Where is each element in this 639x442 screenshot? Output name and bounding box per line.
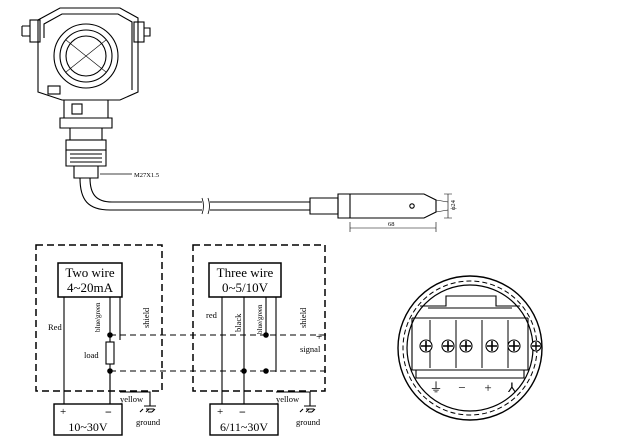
three-wire-circuit: Three wire 0~5/10V red black blue/green … bbox=[192, 244, 326, 436]
signal-terminal-symbol: ⅄ bbox=[507, 380, 516, 395]
ground-terminal-symbol: ⏚ bbox=[429, 380, 442, 395]
screw-icon bbox=[459, 339, 473, 353]
two-wire-supply-voltage: 10~30V bbox=[68, 420, 107, 434]
ground-icon bbox=[139, 405, 156, 413]
transmitter-housing bbox=[21, 7, 151, 101]
terminal-block: ⏚ − + ⅄ bbox=[397, 275, 543, 421]
screw-icon bbox=[485, 339, 499, 353]
three-wire-minus: − bbox=[239, 405, 246, 419]
transmitter-drawing bbox=[21, 7, 452, 232]
yellow-wire bbox=[120, 391, 151, 406]
terminal-screws bbox=[419, 339, 542, 353]
three-wire-title-box bbox=[208, 262, 282, 298]
screw-icon bbox=[419, 339, 433, 353]
minus-terminal-symbol: − bbox=[458, 380, 465, 395]
two-wire-ground-label: ground bbox=[136, 417, 161, 427]
screw-icon bbox=[507, 339, 521, 353]
transmitter-neck bbox=[59, 100, 113, 179]
black-wire-label: black bbox=[233, 313, 243, 332]
transmitter-cable bbox=[79, 177, 310, 215]
three-wire-title: Three wire bbox=[217, 265, 274, 280]
ground-icon bbox=[299, 405, 316, 413]
two-wire-minus: − bbox=[105, 405, 112, 419]
blue-green-label: blue/green bbox=[256, 304, 264, 334]
two-wire-dashed-enclosure bbox=[35, 244, 163, 392]
two-wire-shield-label: shield bbox=[141, 307, 151, 328]
two-wire-yellow-label: yellow bbox=[120, 394, 144, 404]
load-label: load bbox=[84, 350, 99, 360]
two-wire-range: 4~20mA bbox=[67, 280, 114, 295]
screw-icon bbox=[530, 340, 542, 352]
three-wire-shield-label: shield bbox=[298, 307, 308, 328]
three-wire-plus: + bbox=[217, 406, 223, 418]
signal-label: signal bbox=[300, 344, 321, 354]
signal-plus: + bbox=[316, 331, 322, 343]
three-wire-power-supply bbox=[209, 403, 279, 436]
two-wire-circuit: Two wire 4~20mA Red blue/green shield lo… bbox=[35, 244, 163, 436]
two-wire-title: Two wire bbox=[65, 265, 115, 280]
three-wire-supply-voltage: 6/11~30V bbox=[220, 420, 268, 434]
two-wire-plus: + bbox=[60, 406, 66, 418]
diameter-dimension: ϕ24 bbox=[450, 199, 457, 210]
length-dimension: 68 bbox=[388, 221, 395, 228]
three-wire-range: 0~5/10V bbox=[222, 280, 269, 295]
probe-sensor bbox=[309, 193, 452, 232]
two-wire-title-box bbox=[57, 262, 123, 298]
red-wire-label: Red bbox=[48, 322, 62, 332]
three-wire-yellow-label: yellow bbox=[276, 394, 300, 404]
plus-terminal-symbol: + bbox=[484, 380, 491, 395]
load-resistor bbox=[105, 341, 115, 365]
screw-icon bbox=[441, 339, 455, 353]
signal-dashed-lines bbox=[110, 334, 330, 372]
two-wire-power-supply bbox=[53, 403, 123, 436]
blue-green-label: blue/green bbox=[94, 302, 102, 332]
three-wire-dashed-enclosure bbox=[192, 244, 326, 392]
yellow-wire bbox=[276, 391, 311, 406]
three-wire-ground-label: ground bbox=[296, 417, 321, 427]
red-wire-label: red bbox=[206, 310, 218, 320]
thread-label: M27X1.5 bbox=[134, 172, 159, 179]
